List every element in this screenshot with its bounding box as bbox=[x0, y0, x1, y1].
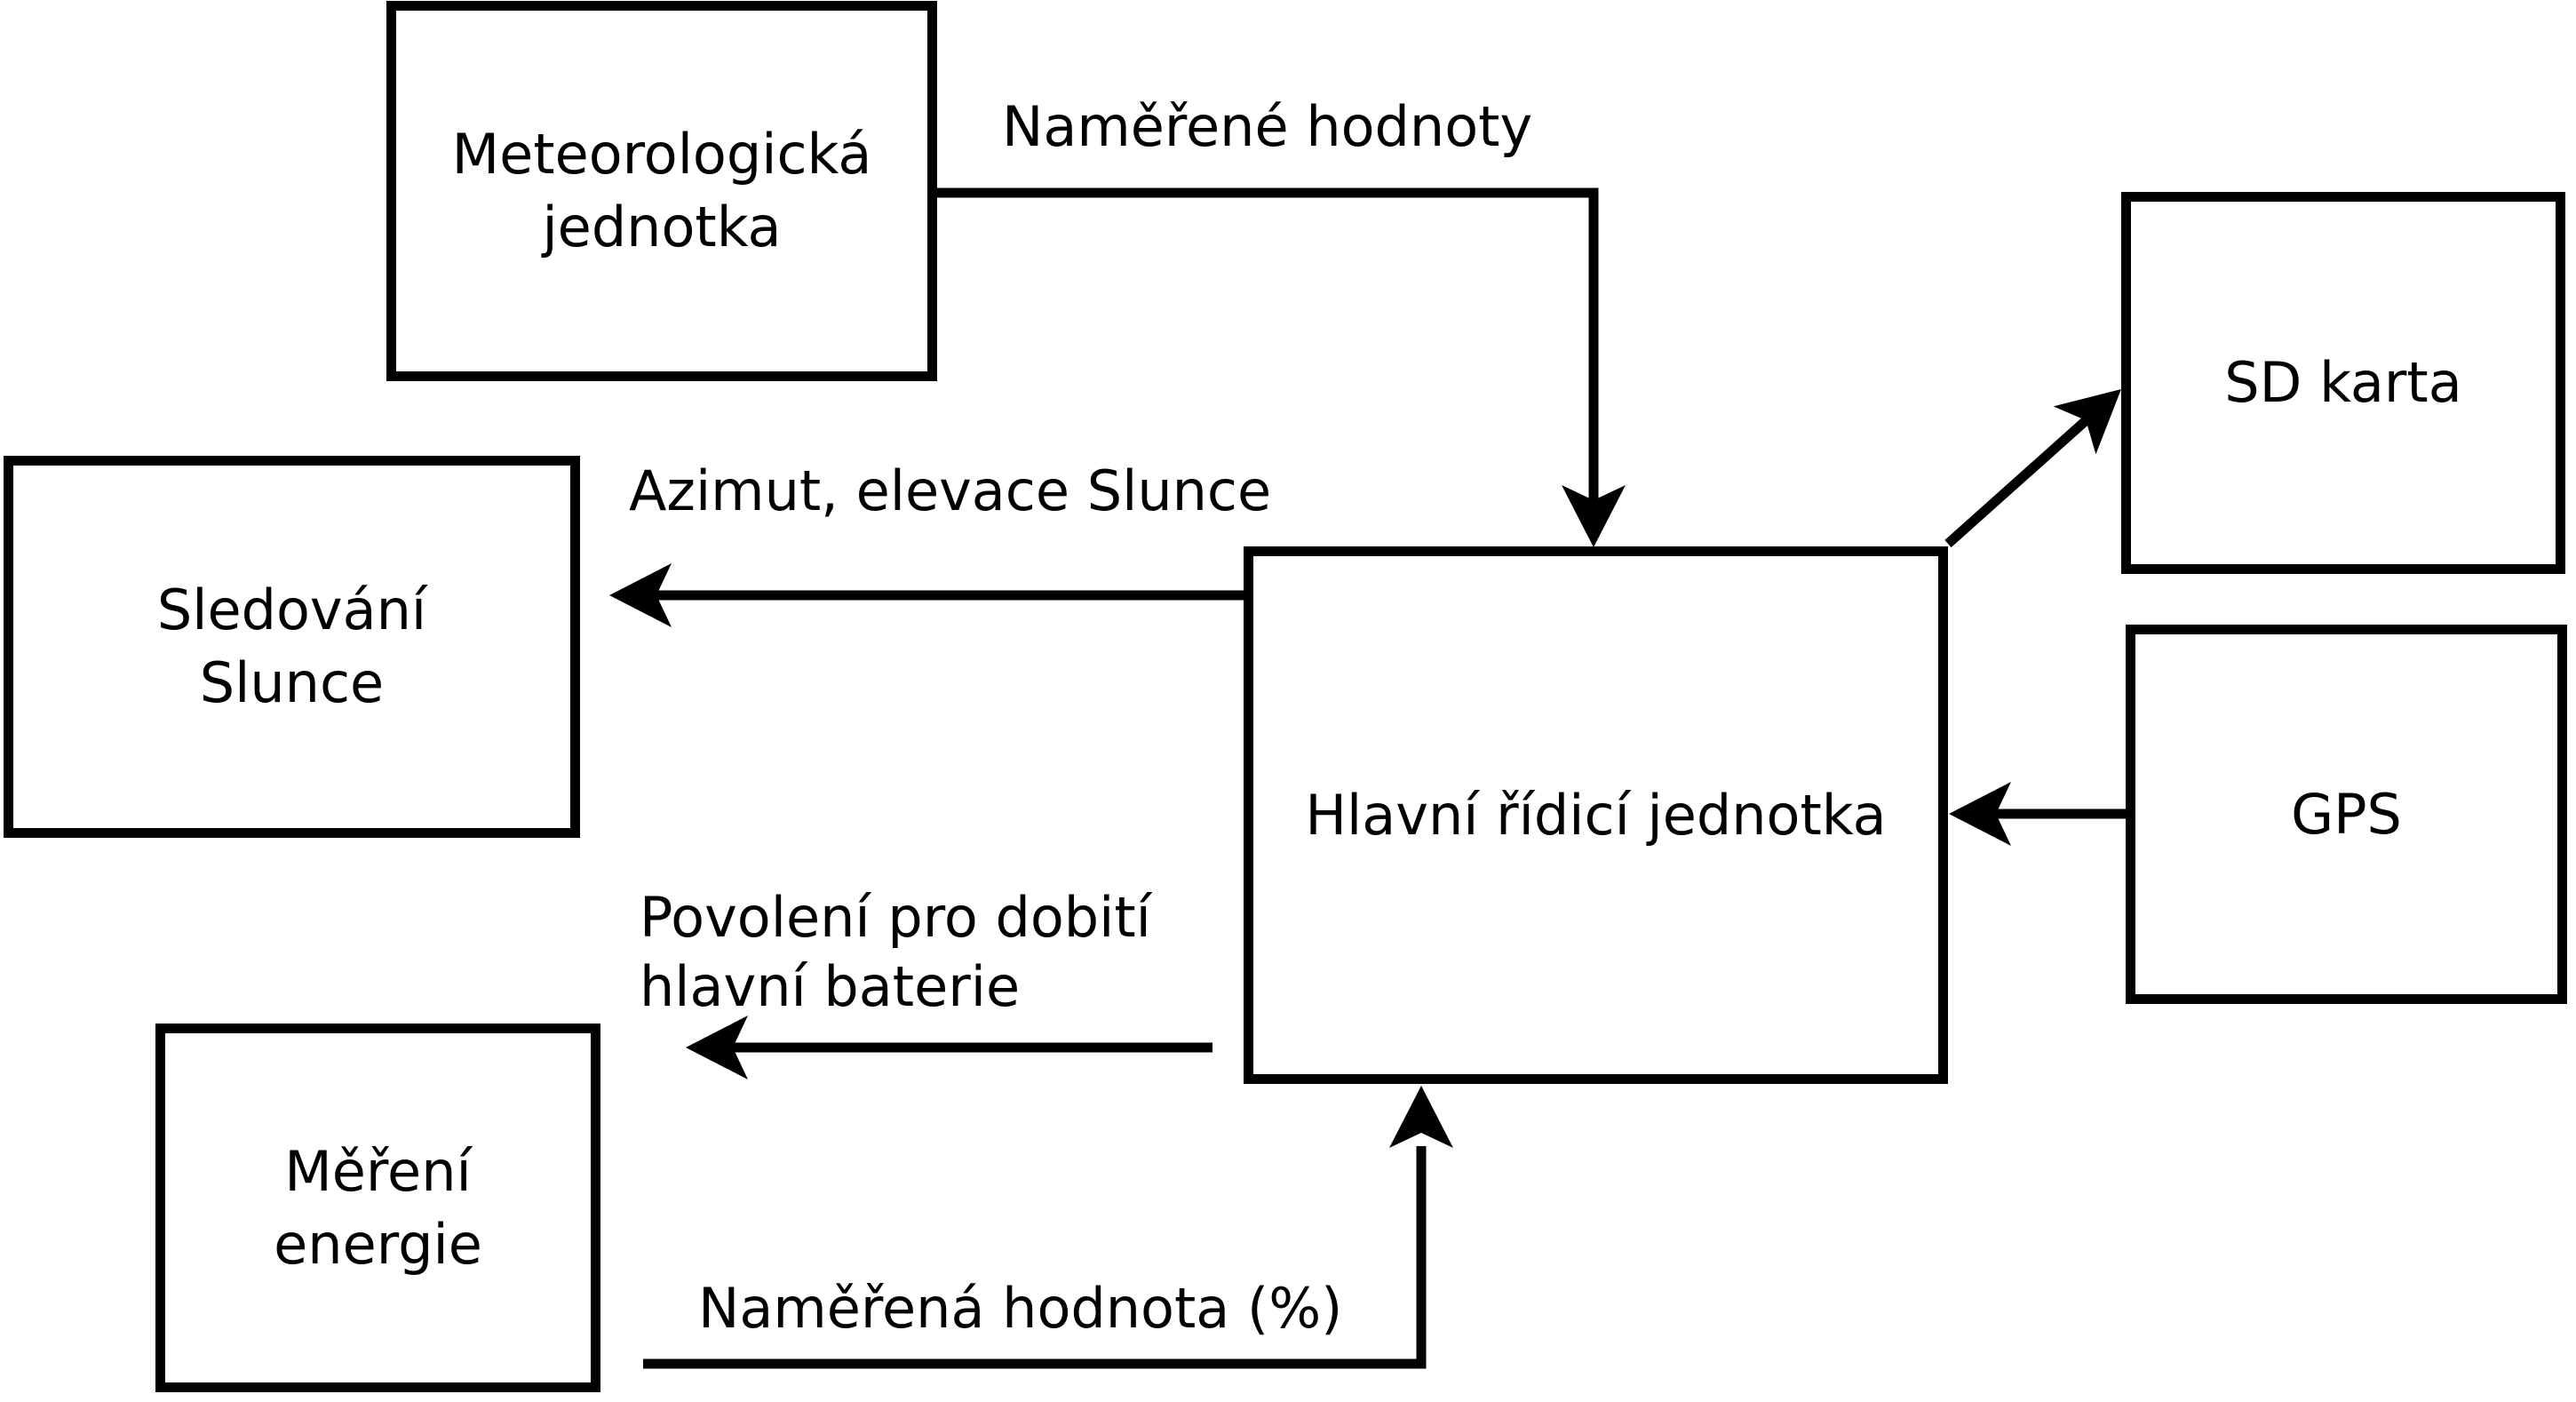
node-sd-card: SD karta bbox=[2121, 192, 2565, 574]
arrowhead-down-icon bbox=[1562, 485, 1626, 547]
arrowhead-left-icon bbox=[686, 1016, 748, 1079]
node-label-line: Měření bbox=[284, 1138, 472, 1204]
edge-label-measured-values: Naměřené hodnoty bbox=[1002, 94, 1533, 159]
arrowhead-up-right-icon bbox=[2053, 389, 2121, 455]
edge-label-measured-percent: Naměřená hodnota (%) bbox=[698, 1276, 1343, 1341]
edge-gps-to-main bbox=[1949, 782, 2126, 846]
arrowhead-left-icon bbox=[609, 563, 672, 627]
node-meteorological-unit: Meteorologická jednotka bbox=[386, 1, 937, 381]
edge-meteo-to-main bbox=[937, 187, 1626, 547]
node-energy-measurement: Měření energie bbox=[155, 1024, 600, 1392]
edge-label-line: Povolení pro dobití bbox=[640, 885, 1151, 950]
edge-main-to-battery-charge bbox=[686, 1016, 1212, 1079]
node-label-line: GPS bbox=[2291, 781, 2402, 847]
edge-energy-to-main bbox=[643, 1086, 1453, 1369]
node-label-line: SD karta bbox=[2224, 350, 2462, 415]
node-gps: GPS bbox=[2126, 625, 2567, 1004]
arrowhead-up-icon bbox=[1389, 1086, 1453, 1148]
node-main-control-unit: Hlavní řídicí jednotka bbox=[1244, 546, 1948, 1084]
edge-label-line: hlavní baterie bbox=[640, 954, 1021, 1019]
node-label-line: Meteorologická bbox=[451, 122, 872, 187]
node-label-line: Slunce bbox=[199, 650, 385, 715]
node-sun-tracking: Sledování Slunce bbox=[4, 456, 580, 838]
edge-main-to-sun-tracking bbox=[609, 563, 1244, 627]
edge-label-sun-azimuth-elevation: Azimut, elevace Slunce bbox=[629, 458, 1272, 523]
node-label-line: Sledování bbox=[156, 578, 427, 642]
edge-label-charge-permission: Povolení pro dobití hlavní baterie bbox=[640, 883, 1151, 1022]
edge-main-to-sd-card bbox=[1944, 389, 2121, 548]
node-label-line: energie bbox=[274, 1211, 482, 1277]
arrowhead-left-icon bbox=[1949, 782, 2011, 846]
node-label-line: jednotka bbox=[542, 195, 782, 259]
node-label-line: Hlavní řídicí jednotka bbox=[1305, 782, 1887, 848]
